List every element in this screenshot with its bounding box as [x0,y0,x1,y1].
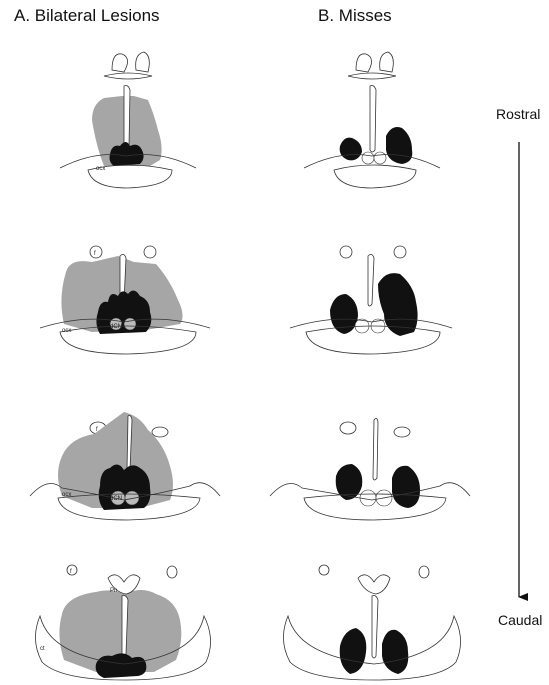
fasciculus-left [67,565,77,575]
label-pn: Pn [110,588,117,594]
section-b4 [283,565,460,680]
dorsal-outline [112,52,149,72]
section-b2 [290,246,452,354]
lesion-right [392,466,420,508]
fasciculus-right [152,427,168,437]
midline-canal [373,418,378,480]
section-b3 [270,418,470,520]
lesion-right [386,127,412,164]
section-a3: f ocx dCN [30,412,220,520]
midline-canal [124,86,130,149]
midline-canal [372,596,378,659]
label-ocx: ocx [62,328,71,334]
dorsal-arc [348,73,396,79]
section-a1: ocx [60,52,196,188]
cerebellar-outline [334,165,416,188]
gracile-right [374,152,386,164]
dorsal-outline [356,52,393,72]
gracile-right [124,318,136,330]
lesion-left [340,628,367,674]
fasciculus-left [340,422,356,434]
fasciculus-left [340,246,352,258]
pyramid-outline [358,575,390,594]
label-f: f [94,251,96,257]
label-ocx: ocx [96,166,105,172]
label-ocx: ocx [62,492,71,498]
fasciculus-right [167,566,177,578]
section-a4: f Pn ct [35,565,210,680]
midline-canal [370,86,376,153]
fasciculus-right [419,566,429,578]
fasciculus-left [319,565,329,575]
label-dcn: dCN [110,496,122,502]
fasciculus-right [394,246,406,258]
label-ct: ct [40,646,45,652]
fasciculus-right [144,246,156,258]
label-f: f [70,569,72,575]
lesion-left [340,138,362,161]
midline-canal [368,254,374,306]
section-b1 [304,52,440,188]
fasciculus-left [90,246,102,258]
section-a2: f ocx dCN [40,246,210,354]
lesion-core [99,464,151,510]
label-dcn: dCN [110,324,122,330]
dorsal-arc [104,73,152,79]
fasciculus-right [394,427,410,437]
lesion-right [382,630,408,674]
lesion-core [96,653,147,678]
gracile-left [362,152,374,164]
